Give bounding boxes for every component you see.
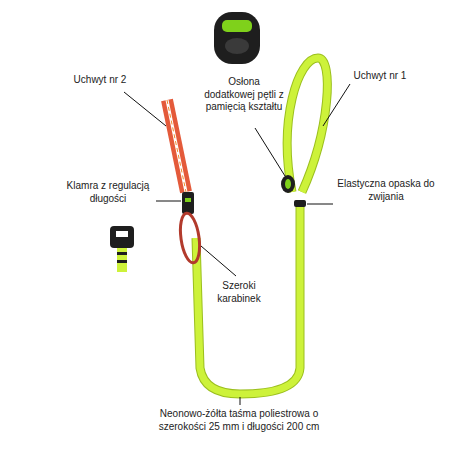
loop-sleeve xyxy=(281,175,295,193)
strap-edge xyxy=(196,200,300,394)
leader-lines xyxy=(124,84,350,405)
buckle xyxy=(182,192,194,214)
callout-label: Szeroki karabinek xyxy=(208,280,270,305)
callout-label: Klamra z regulacją długości xyxy=(60,180,156,205)
loop-edge xyxy=(287,58,327,192)
callout-label: Elastyczna opaska do zwijania xyxy=(336,178,436,203)
callout-label: Uchwyt nr 2 xyxy=(58,74,142,87)
buckle-icon xyxy=(110,226,134,272)
handle-two xyxy=(167,100,186,192)
loop-handle xyxy=(287,58,327,192)
callout-label: Osłona dodatkowej pętli z pamięcią kszta… xyxy=(203,76,285,114)
callout-label: Neonowo-żółta taśma poliestrowa o szerok… xyxy=(146,408,332,433)
carabiner xyxy=(178,212,203,264)
sleeve-icon xyxy=(214,12,260,64)
callout-label: Uchwyt nr 1 xyxy=(338,70,422,83)
strap xyxy=(196,200,300,394)
elastic-band xyxy=(294,200,306,207)
